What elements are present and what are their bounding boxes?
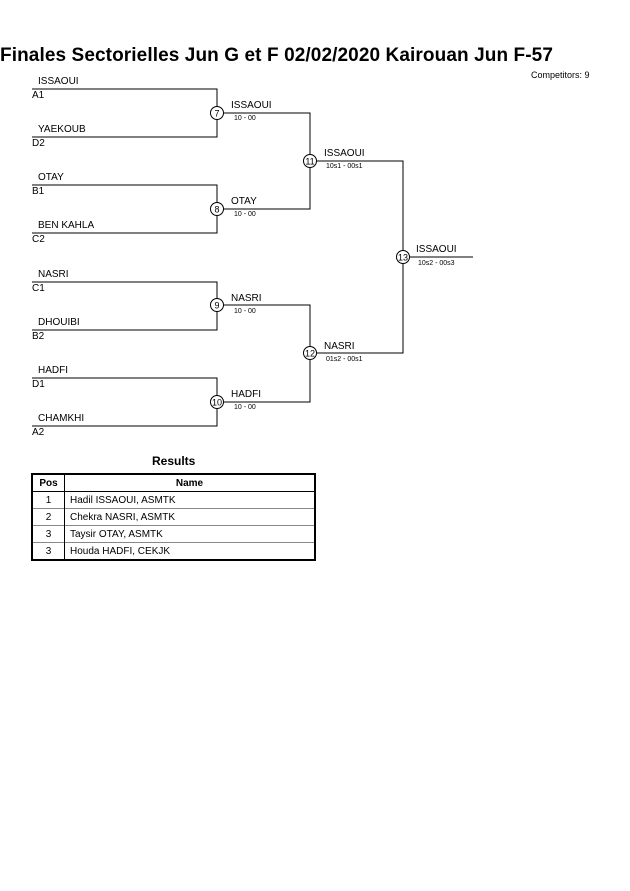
match-marker-12: 12	[303, 346, 317, 360]
match-number-9: 9	[214, 301, 219, 311]
match-winner: NASRI	[324, 341, 355, 352]
match-number-10: 10	[212, 398, 222, 408]
match-marker-9: 9	[210, 298, 224, 312]
match-winner: HADFI	[231, 389, 261, 400]
player-seed: A2	[32, 427, 45, 438]
match-marker-13: 13	[396, 250, 410, 264]
competitors-count: Competitors: 9	[531, 70, 590, 80]
name-cell: Chekra NASRI, ASMTK	[64, 508, 315, 526]
player-name: OTAY	[38, 172, 64, 183]
page-title: Finales Sectorielles Jun G et F 02/02/20…	[0, 45, 553, 66]
bracket-lines: 7 8 9 10 11 12 13	[32, 88, 473, 427]
bracket-sf-m13	[310, 160, 404, 354]
table-row: 2 Chekra NASRI, ASMTK	[32, 508, 315, 526]
bracket-r2-m12	[217, 304, 311, 403]
results-title: Results	[152, 454, 196, 468]
pos-header: Pos	[32, 474, 65, 492]
pos-cell: 1	[32, 491, 65, 509]
name-cell: Taysir OTAY, ASMTK	[64, 525, 315, 543]
match-score: 10s1 - 00s1	[326, 163, 363, 170]
player-seed: B1	[32, 186, 45, 197]
player-name: DHOUIBI	[38, 317, 80, 328]
match-marker-10: 10	[210, 395, 224, 409]
player-name: HADFI	[38, 365, 68, 376]
match-score: 01s2 - 00s1	[326, 356, 363, 363]
name-cell: Hadil ISSAOUI, ASMTK	[64, 491, 315, 509]
player-name: CHAMKHI	[38, 413, 85, 424]
match-number-11: 11	[305, 157, 314, 167]
final-winner: ISSAOUI	[416, 244, 457, 255]
bracket-r2-m11	[217, 112, 311, 210]
results-table: Pos Name 1 Hadil ISSAOUI, ASMTK 2 Chekra…	[31, 473, 316, 561]
match-marker-11: 11	[303, 154, 317, 168]
match-score: 10 - 00	[234, 308, 256, 315]
pos-cell: 3	[32, 525, 65, 543]
match-marker-8: 8	[210, 202, 224, 216]
name-header: Name	[64, 474, 315, 492]
match-score: 10 - 00	[234, 211, 256, 218]
match-winner: OTAY	[231, 196, 257, 207]
match-number-8: 8	[214, 205, 219, 215]
player-seed: D1	[32, 379, 45, 390]
player-name: NASRI	[38, 269, 69, 280]
results-header-row: Pos Name	[32, 474, 315, 492]
player-seed: C1	[32, 283, 45, 294]
player-seed: B2	[32, 331, 45, 342]
player-name: BEN KAHLA	[38, 220, 95, 231]
player-name: YAEKOUB	[38, 124, 86, 135]
player-seed: C2	[32, 234, 45, 245]
player-name: ISSAOUI	[38, 76, 79, 87]
table-row: 1 Hadil ISSAOUI, ASMTK	[32, 491, 315, 509]
match-number-12: 12	[305, 349, 315, 359]
player-seed: A1	[32, 90, 45, 101]
match-winner: ISSAOUI	[324, 148, 365, 159]
player-seed: D2	[32, 138, 45, 149]
match-winner: NASRI	[231, 293, 262, 304]
match-number-7: 7	[214, 109, 219, 119]
match-marker-7: 7	[210, 106, 224, 120]
name-cell: Houda HADFI, CEKJK	[64, 542, 315, 560]
table-row: 3 Houda HADFI, CEKJK	[32, 542, 315, 560]
match-winner: ISSAOUI	[231, 100, 272, 111]
final-score: 10s2 - 00s3	[418, 260, 455, 267]
match-score: 10 - 00	[234, 115, 256, 122]
pos-cell: 2	[32, 508, 65, 526]
match-number-13: 13	[398, 253, 408, 263]
table-row: 3 Taysir OTAY, ASMTK	[32, 525, 315, 543]
pos-cell: 3	[32, 542, 65, 560]
match-score: 10 - 00	[234, 404, 256, 411]
